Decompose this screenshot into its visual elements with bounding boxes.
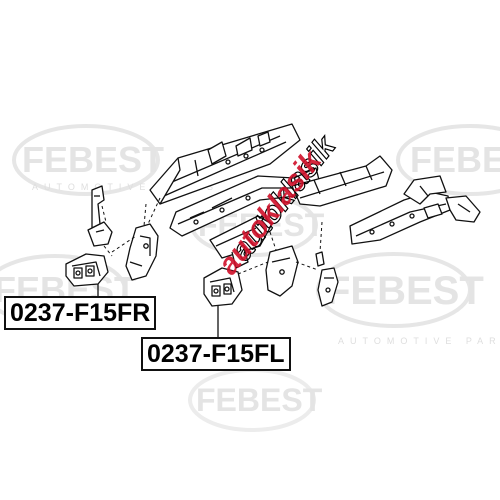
- mid-bracket-pieces: [265, 245, 339, 307]
- watermark-brand-text: FEBEST: [326, 269, 484, 313]
- watermark-tile-top-right: FEBEST: [396, 124, 500, 196]
- leader-lines: [101, 197, 323, 275]
- watermark-brand-text: FEBEST: [410, 139, 500, 180]
- right-rail-assembly: [291, 155, 481, 245]
- watermark-subtitle-text: AUTOMOTIVE PARTS: [32, 182, 219, 192]
- left-bracket-pieces: [87, 185, 159, 281]
- bracket-front-right: [65, 253, 109, 296]
- watermark-tile-top-left: FEBEST AUTOMOTIVE PARTS: [12, 124, 219, 196]
- watermark-tile-mid-right: FEBEST AUTOMOTIVE PARTS: [316, 252, 500, 346]
- upper-rail-assembly: [149, 123, 321, 269]
- watermark-tile-bottom-center: FEBEST: [188, 368, 323, 432]
- watermark-brand-text: FEBEST: [22, 139, 164, 180]
- part-number-label-front-left[interactable]: 0237-F15FL: [141, 337, 291, 371]
- bracket-front-left: [203, 267, 243, 340]
- watermark-subtitle-text: AUTOMOTIVE PARTS: [338, 336, 500, 346]
- part-number-label-front-right[interactable]: 0237-F15FR: [4, 296, 157, 330]
- watermark-brand-text: FEBEST: [196, 382, 323, 418]
